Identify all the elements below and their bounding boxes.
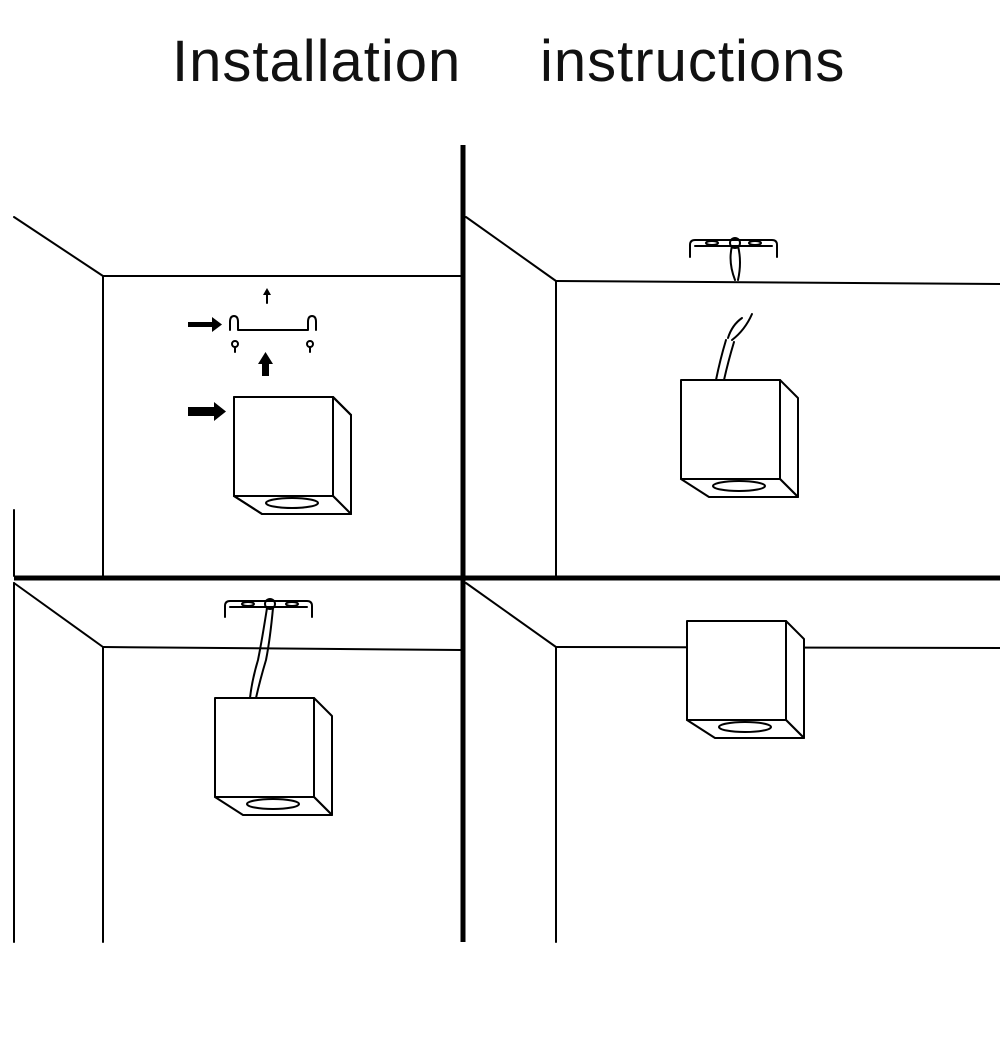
mounted-lamp-box xyxy=(686,620,805,739)
mounting-bracket xyxy=(229,315,317,331)
ceiling-bracket xyxy=(689,237,778,281)
panel-step-1 xyxy=(13,216,462,577)
panel-step-4 xyxy=(465,582,1000,943)
panel-step-2 xyxy=(465,216,1000,577)
lamp-wires xyxy=(715,313,753,381)
title-word-instructions: instructions xyxy=(540,29,846,94)
room-corner-2 xyxy=(465,216,1000,577)
ceiling-bracket xyxy=(224,598,313,618)
lamp-box xyxy=(214,697,333,816)
screw-right-icon xyxy=(306,340,314,353)
lamp-box xyxy=(680,379,799,498)
arrow-up-large-icon xyxy=(258,352,273,376)
room-corner-1 xyxy=(13,216,462,577)
title-row: Installation instructions xyxy=(0,28,1000,108)
arrow-right-bracket-icon xyxy=(188,317,222,332)
hanging-cable xyxy=(249,607,274,699)
arrow-up-small-icon xyxy=(263,288,271,304)
panel-step-3 xyxy=(13,582,462,943)
room-corner-3 xyxy=(13,582,462,943)
screw-left-icon xyxy=(231,340,239,353)
lamp-box xyxy=(233,396,352,515)
arrow-right-lamp-icon xyxy=(188,402,226,421)
title-word-installation: Installation xyxy=(172,29,462,94)
